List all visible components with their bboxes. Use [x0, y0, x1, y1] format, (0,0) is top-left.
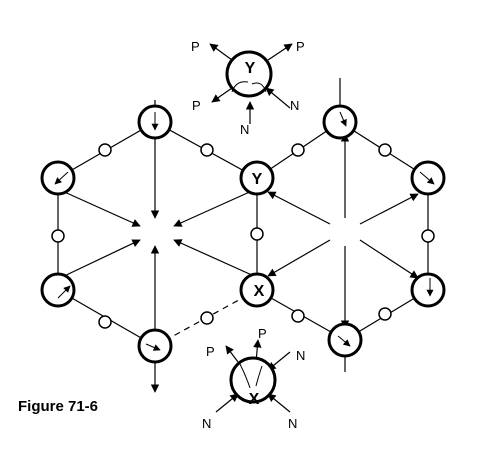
bottom-inset-arrow-n-lower-left: N [202, 416, 211, 431]
site-left-lower [40, 272, 76, 308]
bottom-inset-arrow-n-right: N [296, 348, 305, 363]
bottom-inset-label: X [249, 391, 260, 408]
site-center-upper-label: Y [252, 171, 263, 188]
top-inset-arrow-p-lower: P [192, 98, 201, 113]
left-hexagon-arrows [59, 122, 255, 342]
site-right-upper [410, 160, 446, 196]
site-left-upper [40, 160, 76, 196]
right-hexagon-edges [256, 121, 429, 341]
site-bottom-left [137, 328, 173, 364]
site-center-upper [239, 160, 275, 196]
site-right-lower [410, 272, 446, 308]
small-sites [51, 143, 435, 329]
top-inset-arrow-p-left: P [191, 39, 200, 54]
site-spin-arrows [54, 111, 435, 351]
top-inset-arrow-n-right: N [290, 98, 299, 113]
large-sites [40, 104, 446, 364]
top-inset-label: Y [245, 60, 256, 77]
left-hexagon-edges [57, 121, 258, 347]
top-inset-arrow-p-right: P [296, 39, 305, 54]
bottom-inset-arrow-p-top: P [258, 326, 267, 341]
site-top-right [322, 104, 358, 140]
bottom-inset-arrow-p-left: P [206, 344, 215, 359]
top-inset-circle [225, 50, 273, 98]
bottom-inset: X P P N N N [202, 326, 305, 431]
site-center-lower-label: X [254, 283, 265, 300]
bottom-inset-arrow-n-lower-right: N [288, 416, 297, 431]
right-hexagon-arrows [267, 133, 419, 329]
site-center-lower [239, 272, 275, 308]
site-bottom-right [327, 322, 363, 358]
top-inset-arrow-n-bottom: N [240, 122, 249, 137]
figure-caption: Figure 71-6 [18, 398, 99, 415]
top-inset: Y P P P N N [191, 39, 305, 137]
